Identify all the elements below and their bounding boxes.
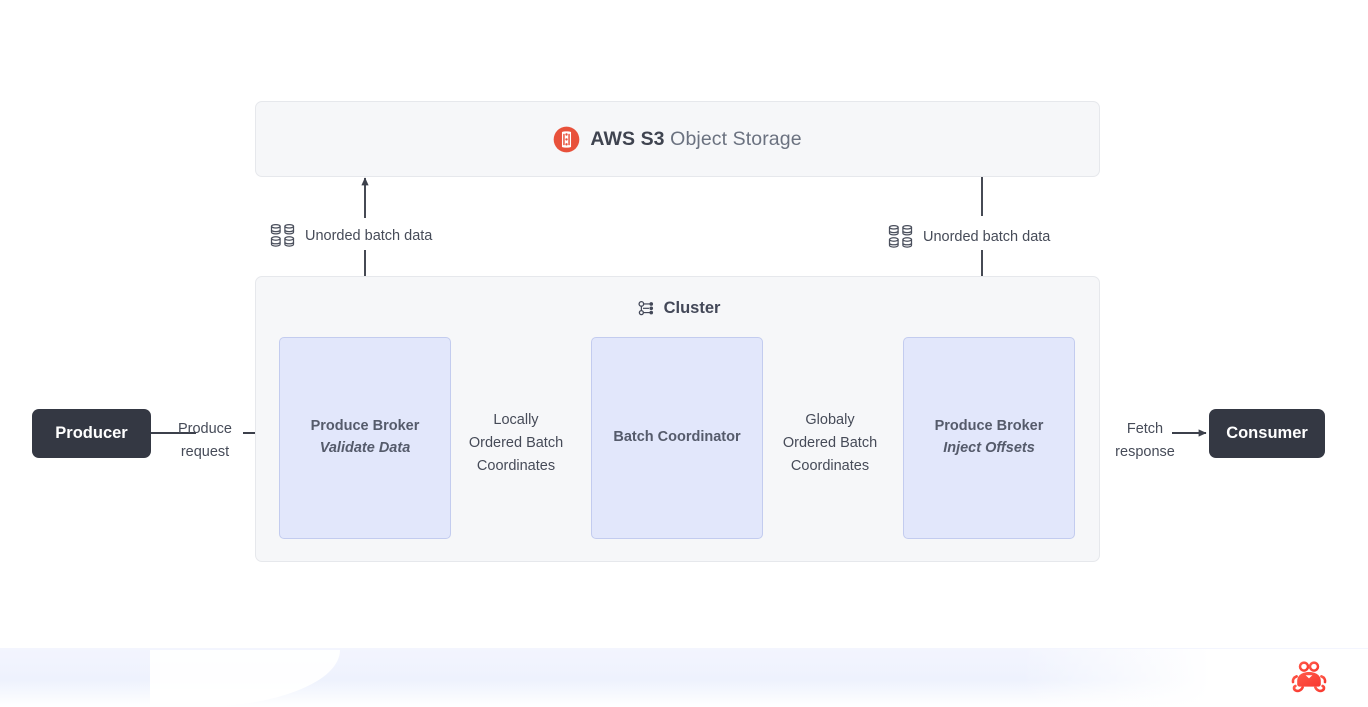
node-subtitle: Inject Offsets bbox=[943, 440, 1035, 456]
edge-label-line: Coordinates bbox=[790, 458, 870, 475]
node-title: Batch Coordinator bbox=[613, 429, 741, 446]
crab-logo bbox=[1291, 661, 1327, 693]
storage-edge-upload-label: Unorded batch data bbox=[305, 227, 433, 244]
edge-label-line: Ordered Batch bbox=[782, 435, 878, 452]
aws-s3-heading: AWS S3 Object Storage bbox=[553, 126, 802, 153]
node-subtitle: Validate Data bbox=[319, 440, 411, 456]
edge-label-line: response bbox=[1115, 444, 1175, 461]
edge-label-line: Globaly bbox=[805, 412, 855, 428]
node-title: Produce Broker bbox=[934, 418, 1044, 435]
edge-label-globaly-ordered: Globaly Ordered Batch Coordinates bbox=[768, 409, 892, 479]
aws-s3-icon bbox=[554, 126, 580, 152]
cluster-nodes-icon bbox=[638, 301, 653, 316]
endpoint-producer[interactable]: Producer bbox=[32, 409, 151, 458]
aws-s3-title: AWS S3 Object Storage bbox=[590, 128, 801, 151]
cluster-heading: Cluster bbox=[256, 299, 1101, 318]
endpoint-producer-label: Producer bbox=[55, 424, 128, 442]
storage-edge-upload: Unorded batch data bbox=[270, 223, 432, 248]
endpoint-consumer-label: Consumer bbox=[1226, 424, 1308, 442]
edge-label-fetch-response: Fetch response bbox=[1102, 418, 1188, 464]
edge-label-line: Ordered Batch bbox=[468, 435, 564, 452]
node-produce-broker-validate[interactable]: Produce Broker Validate Data bbox=[279, 337, 451, 539]
edge-label-line: Fetch bbox=[1126, 421, 1164, 437]
endpoint-consumer[interactable]: Consumer bbox=[1209, 409, 1325, 458]
edge-label-line: request bbox=[180, 444, 230, 461]
cluster-label: Cluster bbox=[663, 299, 721, 317]
edge-label-line: Coordinates bbox=[476, 458, 556, 475]
node-batch-coordinator[interactable]: Batch Coordinator bbox=[591, 337, 763, 539]
database-grid-icon bbox=[270, 223, 295, 247]
node-produce-broker-inject[interactable]: Produce Broker Inject Offsets bbox=[903, 337, 1075, 539]
aws-s3-container: AWS S3 Object Storage bbox=[255, 101, 1100, 177]
aws-s3-descriptor: Object Storage bbox=[670, 127, 802, 150]
node-title: Produce Broker bbox=[310, 418, 420, 435]
edge-label-produce-request: Produce request bbox=[160, 418, 250, 464]
edge-label-line: Produce bbox=[177, 421, 232, 437]
database-grid-icon bbox=[888, 224, 913, 248]
storage-edge-download: Unorded batch data bbox=[888, 224, 1050, 249]
aws-s3-brand: AWS S3 bbox=[590, 127, 665, 150]
edge-label-line: Locally bbox=[493, 412, 539, 428]
storage-edge-download-label: Unorded batch data bbox=[923, 228, 1051, 245]
edge-label-locally-ordered: Locally Ordered Batch Coordinates bbox=[455, 409, 577, 479]
